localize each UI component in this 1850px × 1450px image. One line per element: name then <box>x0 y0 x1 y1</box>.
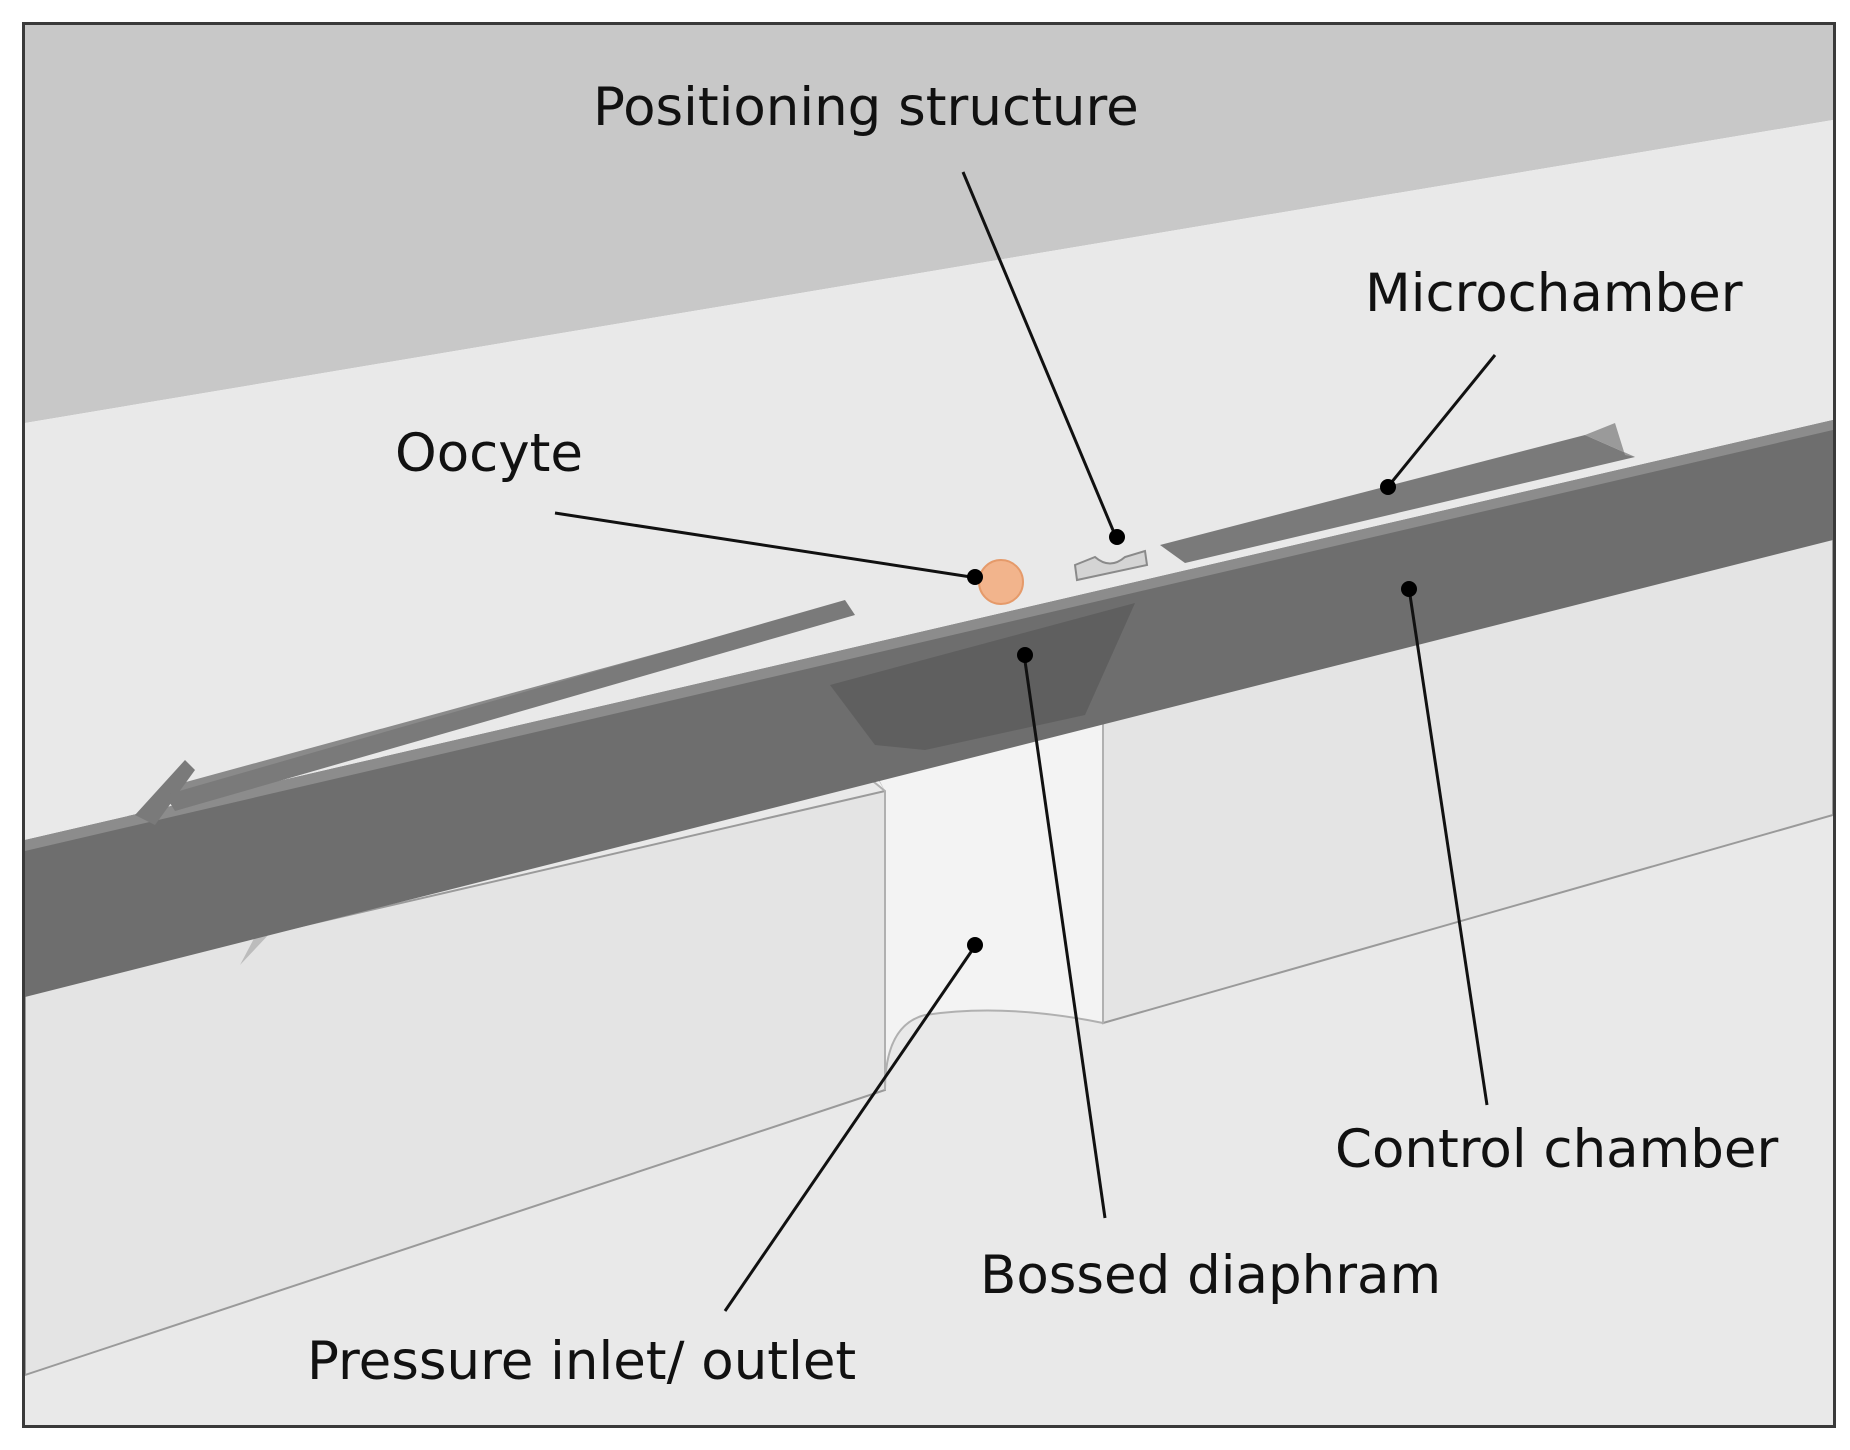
microchamber-plateau-left <box>165 600 855 811</box>
top-layer <box>25 25 1833 423</box>
label-control-chamber: Control chamber <box>1335 1119 1779 1180</box>
label-pressure-inlet-outlet: Pressure inlet/ outlet <box>307 1331 856 1392</box>
label-oocyte: Oocyte <box>395 423 583 484</box>
leader-microchamber <box>1389 354 1497 484</box>
dot-bossed-diaphragm <box>1017 647 1033 663</box>
dot-pressure <box>967 937 983 953</box>
label-positioning-structure: Positioning structure <box>593 77 1139 138</box>
leader-positioning <box>961 171 1117 536</box>
membrane-top-edge <box>25 420 1833 851</box>
leader-control-chamber <box>1408 594 1489 1106</box>
device-cross-section: Positioning structure Microchamber Oocyt… <box>25 25 1833 1425</box>
dot-microchamber <box>1380 479 1396 495</box>
positioning-structure-shape <box>1073 549 1149 582</box>
label-bossed-diaphragm: Bossed diaphram <box>980 1245 1441 1306</box>
leader-pressure <box>723 948 975 1312</box>
microchamber-right-wall <box>1160 435 1635 563</box>
microchamber-left-ramp <box>135 760 195 825</box>
label-microchamber: Microchamber <box>1365 263 1743 324</box>
dot-positioning <box>1109 529 1125 545</box>
leader-bossed-diaphragm <box>1023 660 1107 1219</box>
leader-oocyte <box>554 511 972 579</box>
bossed-diaphragm-boss <box>830 603 1135 750</box>
dot-control-chamber <box>1401 581 1417 597</box>
dot-oocyte <box>967 569 983 585</box>
oocyte-cell <box>978 559 1024 605</box>
microchamber-right-step <box>1585 423 1635 457</box>
microfluidic-device-diagram: Positioning structure Microchamber Oocyt… <box>22 22 1836 1428</box>
